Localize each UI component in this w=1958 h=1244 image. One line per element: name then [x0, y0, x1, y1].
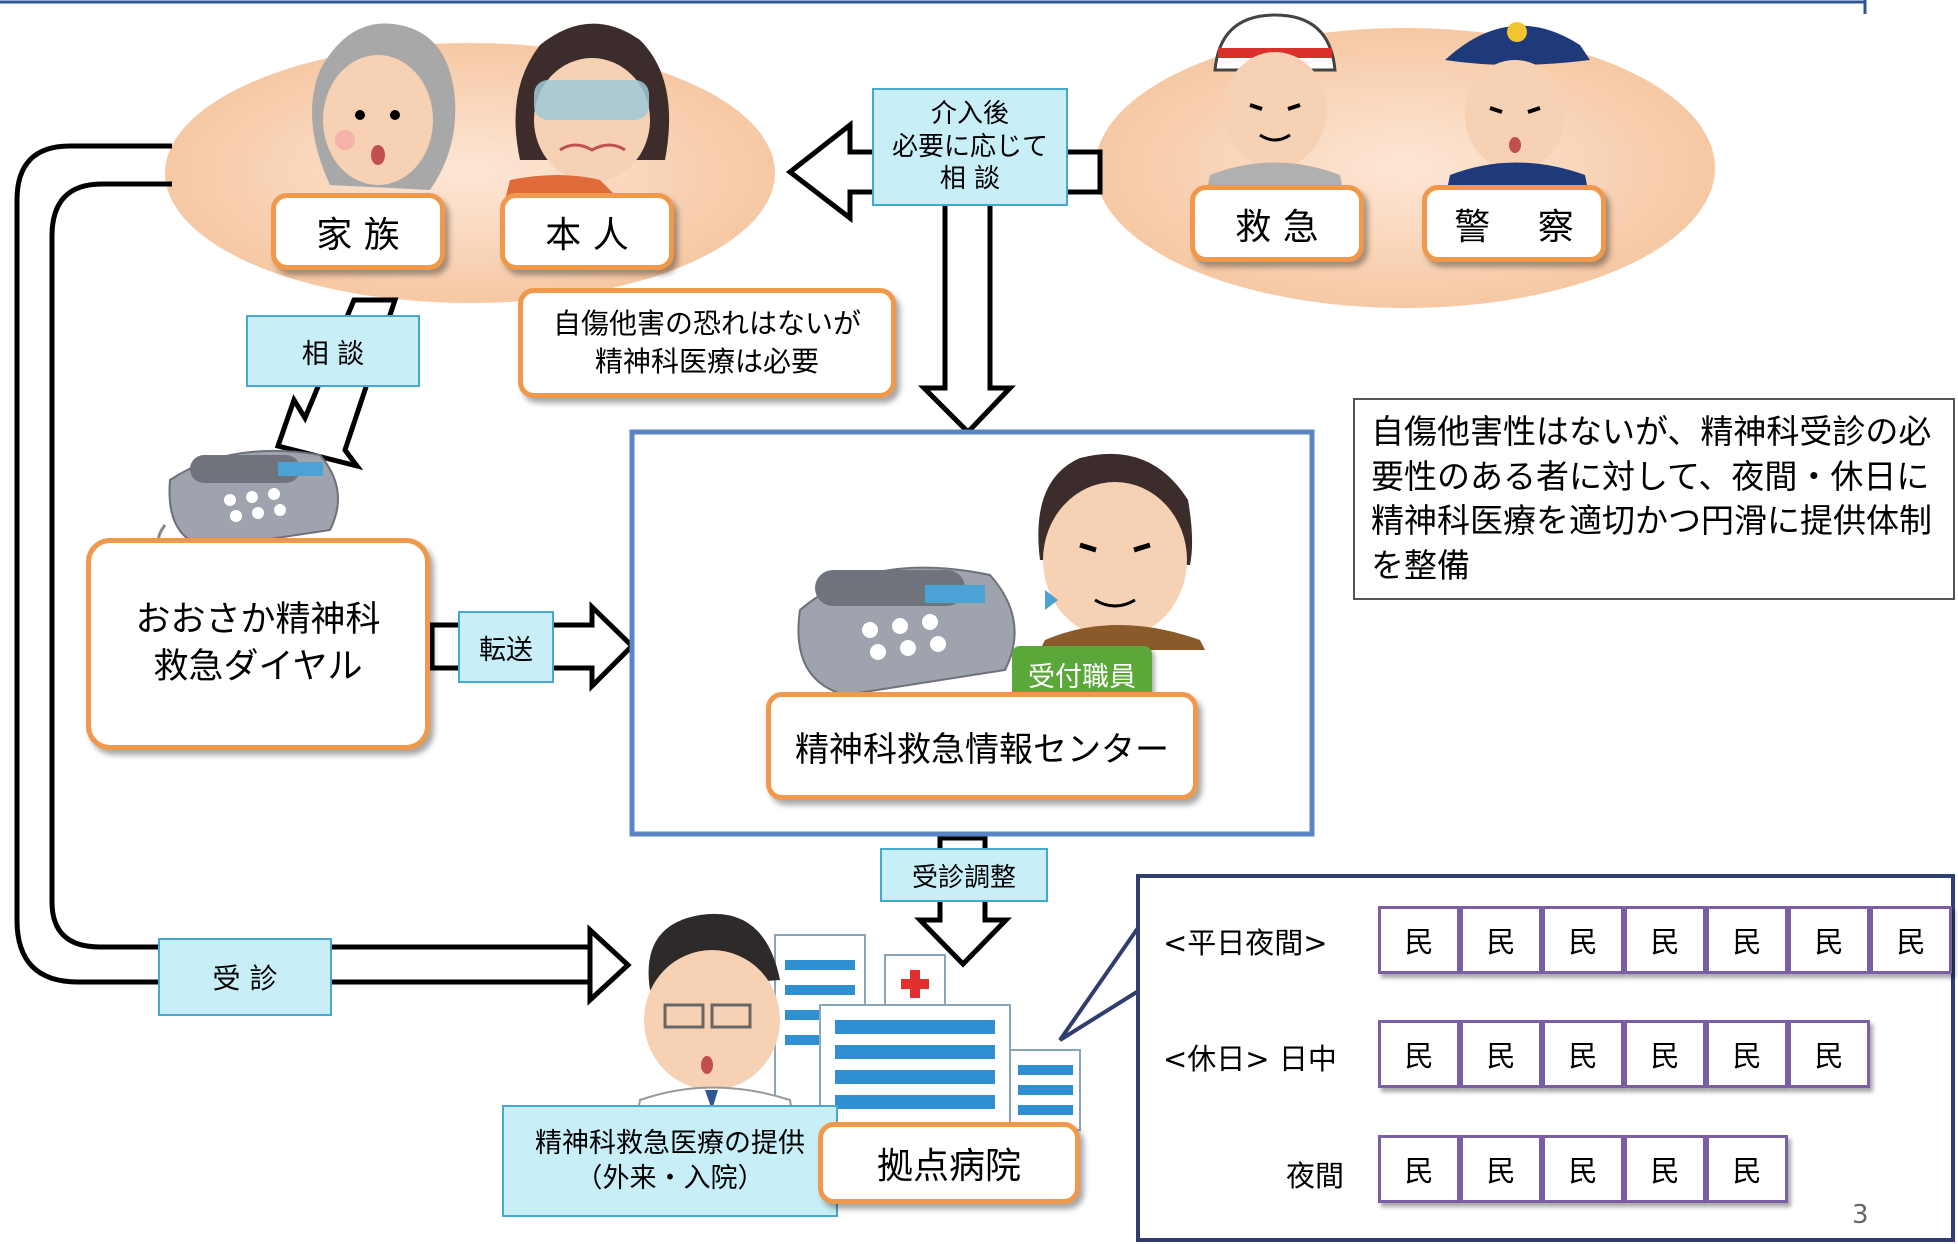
holiday-day-label: <休日> 日中 — [1163, 1042, 1337, 1076]
doctor-icon — [633, 913, 797, 1131]
private-hospital-cell: 民 — [1706, 1020, 1788, 1088]
private-hospital-cell: 民 — [1542, 1020, 1624, 1088]
private-hospital-cell: 民 — [1378, 1135, 1460, 1203]
private-hospital-cell: 民 — [1378, 1020, 1460, 1088]
private-hospital-cell: 民 — [1706, 906, 1788, 974]
center-phone-icon — [797, 566, 1016, 697]
police-label: 警 察 — [1422, 185, 1606, 262]
private-hospital-cell: 民 — [1624, 1020, 1706, 1088]
private-hospital-cell: 民 — [1542, 906, 1624, 974]
no-harm-note: 自傷他害の恐れはないが 精神科医療は必要 — [518, 288, 896, 398]
visit-label: 受 診 — [158, 938, 332, 1016]
reception-staff-icon — [1038, 453, 1205, 650]
family-member-icon — [312, 23, 456, 191]
holiday-night-label: 夜間 — [1286, 1159, 1345, 1193]
ambulance-crew-icon — [1205, 13, 1345, 200]
emergency-police-ellipse — [1095, 28, 1715, 308]
weekday-night-label: <平日夜間> — [1163, 926, 1328, 960]
private-hospital-cell: 民 — [1378, 906, 1460, 974]
description-box: 自傷他害性はないが、精神科受診の必要性のある者に対して、夜間・休日に精神科医療を… — [1353, 398, 1955, 600]
private-hospital-cell: 民 — [1460, 1020, 1542, 1088]
hospital-building-icon — [774, 934, 1081, 1141]
after-intervention-label: 介入後 必要に応じて 相 談 — [872, 88, 1068, 206]
visit-loop-arrow — [14, 143, 590, 985]
consult-label: 相 談 — [246, 315, 420, 387]
transfer-label: 転送 — [458, 611, 554, 683]
private-hospital-cell: 民 — [1870, 906, 1952, 974]
private-hospital-cell: 民 — [1542, 1135, 1624, 1203]
holiday-day-hospital-row: 民民民民民民 — [1378, 1020, 1870, 1088]
visit-arrow-head — [587, 924, 632, 1006]
private-hospital-cell: 民 — [1460, 906, 1542, 974]
private-hospital-cell: 民 — [1706, 1135, 1788, 1203]
page-number: 3 — [1852, 1200, 1869, 1230]
patient-icon — [505, 23, 670, 200]
weekday-hospital-row: 民民民民民民民 — [1378, 906, 1952, 974]
coordination-label: 受診調整 — [880, 848, 1048, 902]
care-provision-label: 精神科救急医療の提供 （外来・入院） — [502, 1105, 838, 1217]
person-label: 本 人 — [500, 193, 674, 270]
down-arrow-to-center — [917, 187, 1016, 436]
private-hospital-cell: 民 — [1460, 1135, 1542, 1203]
private-hospital-cell: 民 — [1624, 906, 1706, 974]
center-label: 精神科救急情報センター — [766, 692, 1198, 800]
dial-phone-icon — [157, 449, 339, 552]
private-hospital-cell: 民 — [1624, 1135, 1706, 1203]
private-hospital-cell: 民 — [1788, 906, 1870, 974]
family-person-ellipse — [165, 43, 775, 303]
holiday-night-hospital-row: 民民民民民 — [1378, 1135, 1788, 1203]
ambulance-label: 救 急 — [1190, 185, 1364, 262]
dial-box: おおさか精神科 救急ダイヤル — [86, 538, 430, 750]
private-hospital-cell: 民 — [1788, 1020, 1870, 1088]
schedule-callout-pointer — [1058, 918, 1142, 1042]
family-label: 家 族 — [271, 193, 445, 270]
base-hospital-label: 拠点病院 — [818, 1122, 1080, 1204]
